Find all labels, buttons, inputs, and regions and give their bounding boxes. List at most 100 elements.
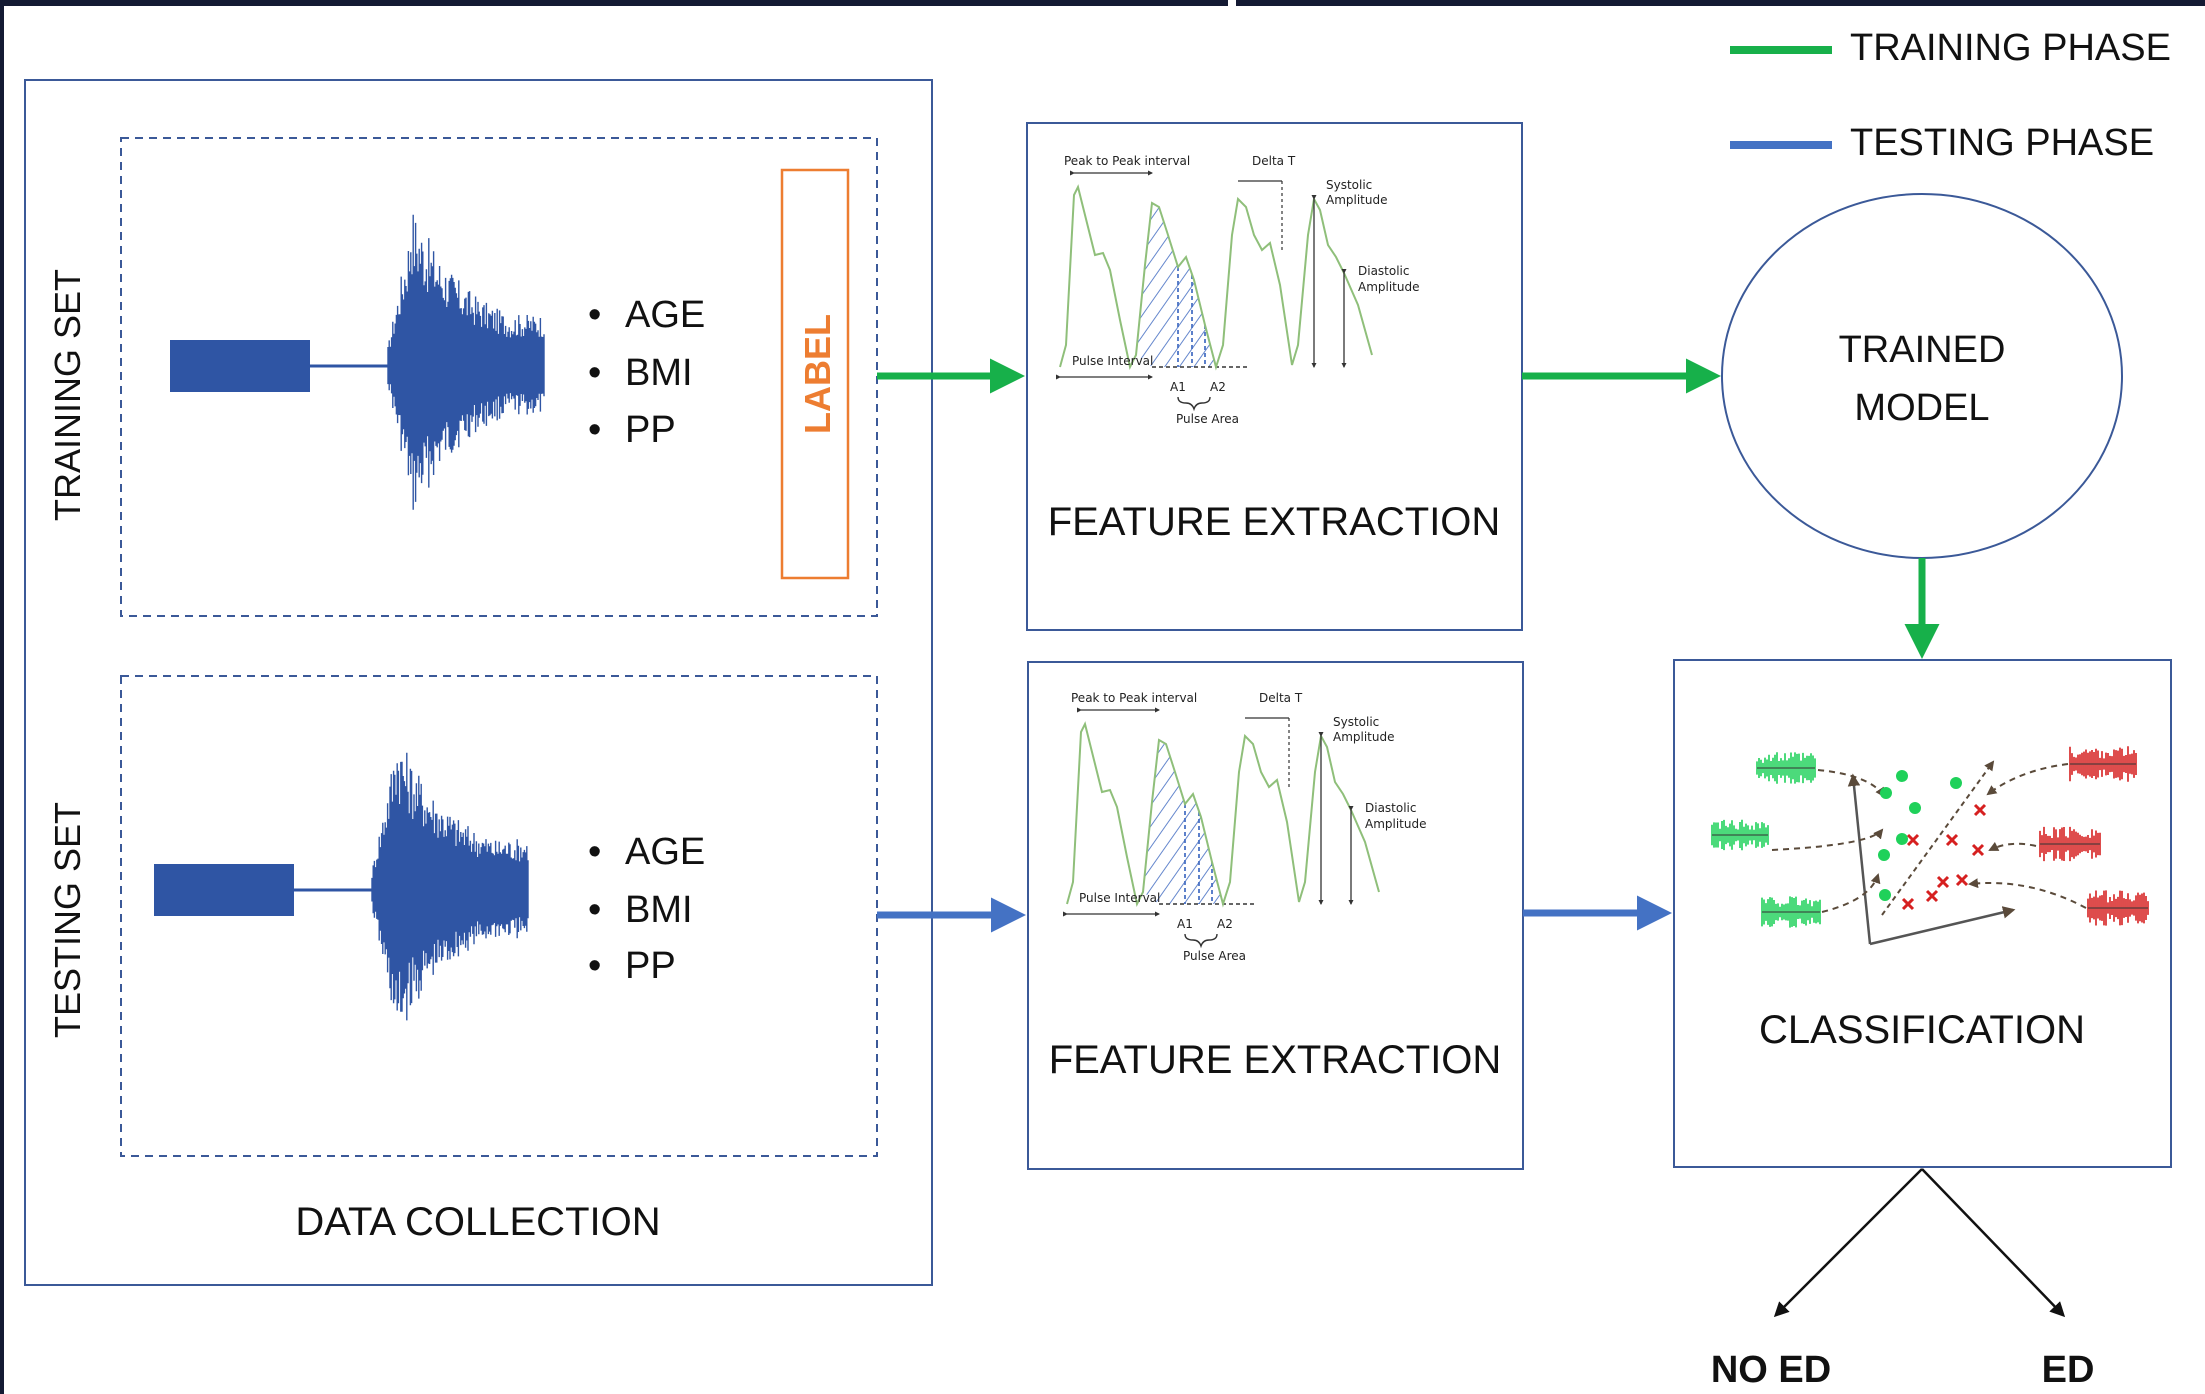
feature-extraction-testing-title: FEATURE EXTRACTION — [1049, 1038, 1502, 1082]
diastolic-label: Diastolic — [1365, 801, 1417, 815]
diastolic-label: Diastolic — [1358, 264, 1410, 278]
signal-arrow — [1968, 878, 2087, 909]
waveform-burst — [371, 752, 529, 1021]
waveform-burst — [387, 214, 545, 510]
ed-point — [1925, 889, 1939, 903]
testing-audio-waveform — [154, 752, 529, 1021]
healthy-point — [1879, 889, 1891, 901]
testing-feature-age: AGE — [625, 831, 705, 873]
outcome-ed: ED — [2042, 1349, 2095, 1391]
ed-point — [1955, 873, 1969, 887]
testing-feature-bullet: • — [588, 831, 601, 873]
trained-model-line2: MODEL — [1854, 387, 1989, 429]
classification-scatter-plot — [1711, 746, 2149, 946]
ed-point — [1906, 833, 1920, 847]
x-axis — [1869, 906, 2016, 946]
outcomes: NO ED ED — [1711, 1349, 2095, 1391]
classification: CLASSIFICATION — [1673, 659, 2172, 1168]
testing-feature-bmi: BMI — [625, 889, 693, 931]
ed-point — [1945, 833, 1959, 847]
training-set-group: TRAINING SET • AGE • BMI • PP LABEL — [47, 137, 878, 617]
a1-label: A1 — [1177, 917, 1193, 931]
signal-arrow — [1986, 763, 2069, 796]
healthy-point — [1896, 770, 1908, 782]
training-audio-waveform — [170, 214, 545, 510]
outcome-no-ed: NO ED — [1711, 1349, 1831, 1391]
legend-training-label: TRAINING PHASE — [1850, 27, 2171, 69]
trained-model-line1: TRAINED — [1839, 329, 2006, 371]
arrow-to-ed — [1921, 1168, 2066, 1318]
frame-gap — [1228, 0, 1236, 6]
data-collection-panel: DATA COLLECTION TRAINING SET • AGE • BMI… — [24, 79, 933, 1286]
testing-feature-bullet: • — [588, 945, 601, 987]
peak-to-peak-label: Peak to Peak interval — [1071, 691, 1197, 705]
healthy-point — [1896, 833, 1908, 845]
training-feature-bmi: BMI — [625, 352, 693, 394]
classification-title: CLASSIFICATION — [1759, 1008, 2085, 1052]
trained-model-ellipse — [1721, 193, 2123, 559]
testing-feature-pp: PP — [625, 945, 676, 987]
delta-t-label: Delta T — [1259, 691, 1303, 705]
a2-label: A2 — [1217, 917, 1233, 931]
legend: TRAINING PHASE TESTING PHASE — [1730, 27, 2171, 164]
healthy-point — [1950, 777, 1962, 789]
healthy-point — [1909, 802, 1921, 814]
a1-label: A1 — [1170, 380, 1186, 394]
feature-extraction-testing-box — [1027, 661, 1524, 1170]
training-feature-bullet: • — [588, 409, 601, 451]
healthy-point — [1880, 787, 1892, 799]
systolic-label: Amplitude — [1326, 193, 1388, 207]
label-box — [780, 168, 850, 580]
waveform-segment — [154, 864, 294, 916]
arrow-to-no-ed — [1773, 1168, 1923, 1318]
training-feature-bullet: • — [588, 352, 601, 394]
pulse-interval-label: Pulse Interval — [1079, 891, 1160, 905]
training-feature-bullet: • — [588, 294, 601, 336]
peak-to-peak-label: Peak to Peak interval — [1064, 154, 1190, 168]
training-feature-age: AGE — [625, 294, 705, 336]
signal-arrow — [1988, 841, 2037, 851]
training-features-list: • AGE • BMI • PP — [588, 294, 705, 451]
healthy-point — [1878, 849, 1890, 861]
feature-extraction-training-title: FEATURE EXTRACTION — [1048, 500, 1501, 544]
testing-feature-bullet: • — [588, 889, 601, 931]
data-collection-border — [24, 79, 933, 1286]
training-set-title: TRAINING SET — [47, 269, 88, 521]
pulse-area-label: Pulse Area — [1183, 949, 1246, 963]
systolic-label: Systolic — [1326, 178, 1372, 192]
trained-model: TRAINED MODEL — [1721, 193, 2123, 559]
pulse-area-brace — [1177, 396, 1211, 412]
diastolic-label: Amplitude — [1365, 817, 1427, 831]
legend-testing-label: TESTING PHASE — [1850, 122, 2154, 164]
ed-point — [1971, 843, 1985, 857]
data-collection-title: DATA COLLECTION — [295, 1200, 660, 1244]
label-box-text: LABEL — [797, 314, 838, 434]
ed-point — [1901, 897, 1915, 911]
delta-t-label: Delta T — [1252, 154, 1296, 168]
pulse-area-label: Pulse Area — [1176, 412, 1239, 426]
waveform-segment — [170, 340, 310, 392]
systolic-label: Systolic — [1333, 715, 1379, 729]
left-frame-bar — [0, 0, 4, 1394]
pulse-area-brace — [1184, 933, 1218, 949]
testing-set-group: TESTING SET • AGE • BMI • PP — [47, 675, 878, 1157]
flow-arrows — [877, 358, 2066, 1318]
ed-point — [1973, 803, 1987, 817]
pulse-area-hatch — [1143, 740, 1223, 904]
testing-features-list: • AGE • BMI • PP — [588, 831, 705, 987]
testing-set-title: TESTING SET — [47, 802, 88, 1038]
y-axis — [1847, 773, 1872, 945]
systolic-label: Amplitude — [1333, 730, 1395, 744]
diastolic-label: Amplitude — [1358, 280, 1420, 294]
ed-point — [1936, 875, 1950, 889]
a2-label: A2 — [1210, 380, 1226, 394]
training-feature-pp: PP — [625, 409, 676, 451]
pulse-interval-label: Pulse Interval — [1072, 354, 1153, 368]
pulse-area-hatch — [1136, 203, 1216, 367]
decision-boundary — [1881, 760, 1995, 916]
